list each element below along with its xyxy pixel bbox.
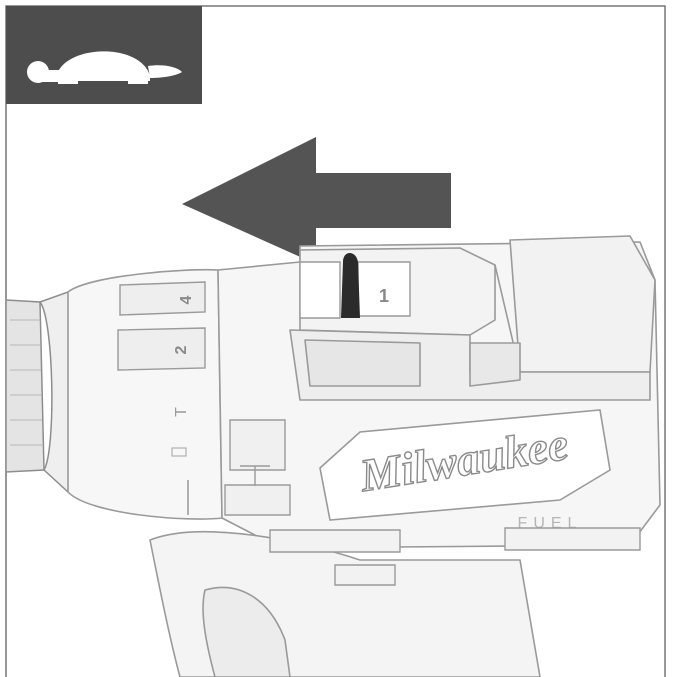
selector-knob <box>341 253 360 318</box>
turtle-icon <box>27 51 182 84</box>
speed-selector: 1 <box>299 253 411 319</box>
arrow-left-icon <box>182 137 451 264</box>
clutch-collar <box>5 290 74 494</box>
speed-mode-panel <box>6 6 202 104</box>
ring-mark-t: T <box>173 407 190 417</box>
clutch-label-2: 2 <box>173 345 190 354</box>
base-rails <box>269 527 641 586</box>
speed-selector-digit: 1 <box>379 286 389 306</box>
brand-badge: Milwaukee FUEL <box>319 409 611 532</box>
clutch-label-4: 4 <box>178 295 195 304</box>
clutch-ring: 4 2 T <box>117 281 291 516</box>
